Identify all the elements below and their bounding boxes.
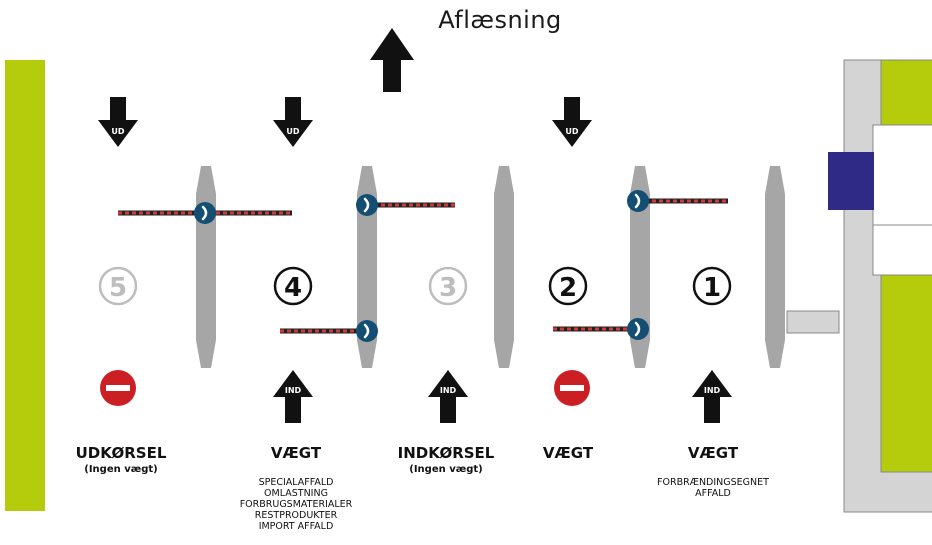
lane-4-description: SPECIALAFFALD OMLASTNING FORBRUGSMATERIA… [221, 477, 371, 532]
lane-island [357, 166, 377, 368]
traffic-arrows: UD UD IND IND UD IND [98, 97, 732, 423]
gate-barrier [280, 320, 378, 342]
left-green-wall [5, 60, 45, 511]
lane-number-1: 1 [692, 266, 732, 306]
lane-4-desc-line: SPECIALAFFALD [258, 477, 334, 488]
lane-number-4: 4 [273, 266, 313, 306]
lane-1-desc-line: FORBRÆNDINGSEGNET [657, 477, 769, 488]
svg-text:UD: UD [565, 127, 578, 136]
phone-icon [627, 190, 649, 212]
gate-barriers [118, 190, 728, 342]
lane-1-label: VÆGT [687, 444, 739, 462]
up-arrow-icon [370, 28, 414, 92]
lane-number-text: 1 [703, 273, 721, 303]
svg-text:IND: IND [704, 386, 721, 395]
svg-text:IND: IND [440, 386, 457, 395]
phone-icon [356, 194, 378, 216]
lane-4-desc-line: IMPORT AFFALD [258, 521, 334, 532]
phone-icon [356, 320, 378, 342]
lane-4-desc-line: RESTPRODUKTER [254, 510, 338, 521]
lane-island [765, 166, 785, 368]
lane-1-desc-line: AFFALD [695, 488, 731, 499]
no-entry-icon [100, 370, 136, 406]
lane-number-3: 3 [428, 266, 468, 306]
lane-number-text: 3 [439, 273, 457, 303]
page-title: Aflæsning [438, 6, 562, 34]
lane-4-desc-line: OMLASTNING [264, 488, 328, 499]
lane-number-5: 5 [98, 266, 138, 306]
gate-barrier [627, 190, 728, 212]
lane-islands [196, 166, 785, 368]
svg-text:UD: UD [286, 127, 299, 136]
up-arrow-icon: IND [428, 370, 468, 423]
gate-barrier [118, 202, 292, 224]
lane-1-description: FORBRÆNDINGSEGNET AFFALD [638, 477, 788, 499]
lane-5-sublabel: (Ingen vægt) [84, 464, 158, 475]
up-arrow-icon: IND [692, 370, 732, 423]
phone-icon [194, 202, 216, 224]
gate-barrier [553, 318, 649, 340]
lane-number-text: 2 [559, 273, 577, 303]
lane-4-desc-line: FORBRUGSMATERIALER [239, 499, 353, 510]
gate-barrier [356, 194, 455, 216]
lane-island [494, 166, 514, 368]
building [786, 59, 932, 513]
lane-island [630, 166, 650, 368]
building-ramp [786, 310, 840, 334]
up-arrow-icon: IND [273, 370, 313, 423]
lane-4-label: VÆGT [270, 444, 322, 462]
lane-number-2: 2 [548, 266, 588, 306]
down-arrow-icon: UD [98, 97, 138, 147]
svg-text:UD: UD [111, 127, 124, 136]
no-entry-icon [554, 370, 590, 406]
building-door [828, 152, 874, 210]
lane-3-label: INDKØRSEL [397, 444, 495, 462]
phone-icon [627, 318, 649, 340]
svg-text:IND: IND [285, 386, 302, 395]
lane-5-label: UDKØRSEL [75, 444, 167, 462]
lane-number-text: 5 [109, 273, 127, 303]
down-arrow-icon: UD [273, 97, 313, 147]
lane-3-sublabel: (Ingen vægt) [409, 464, 483, 475]
down-arrow-icon: UD [552, 97, 592, 147]
lane-number-text: 4 [284, 273, 302, 303]
lane-island [196, 166, 216, 368]
lane-2-label: VÆGT [542, 444, 594, 462]
lane-numbers: 5 4 3 2 1 [98, 266, 732, 306]
